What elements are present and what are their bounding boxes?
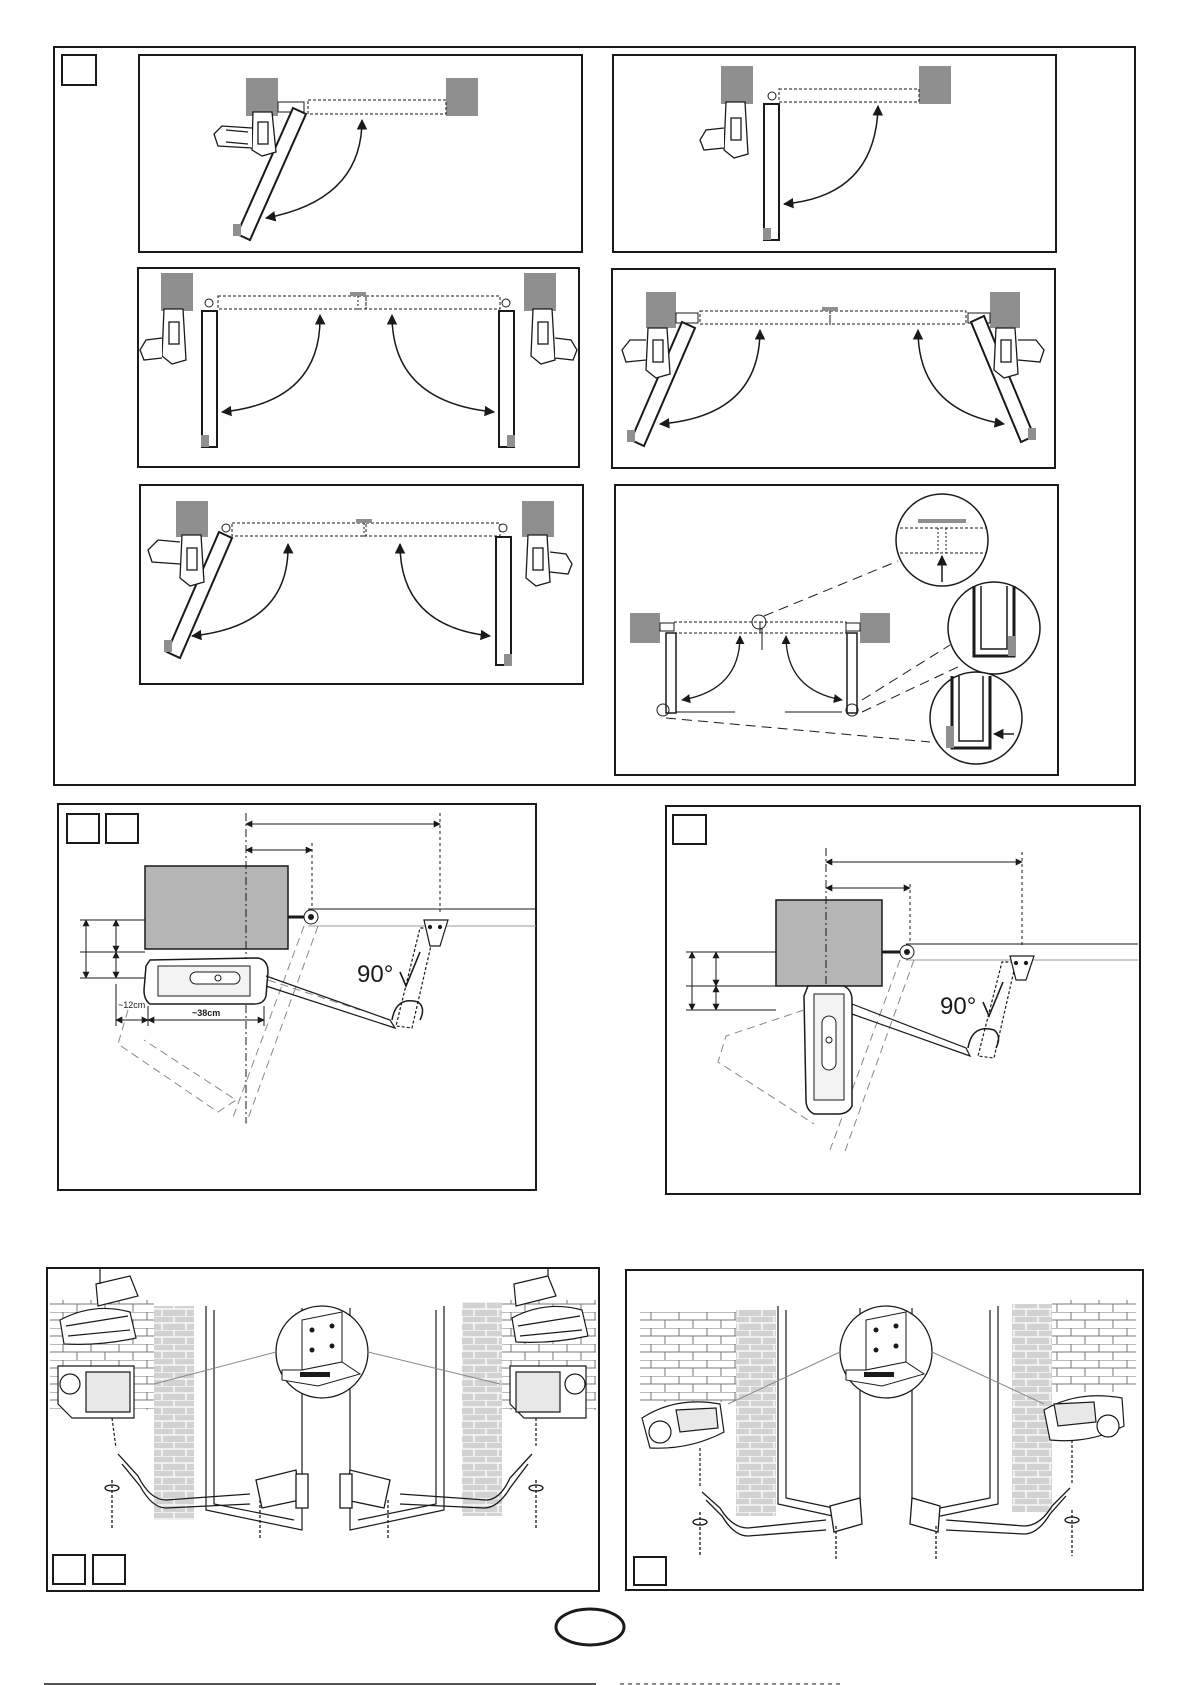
section-1-number-box <box>62 55 96 85</box>
pillar-icon <box>630 613 660 643</box>
angle-label: 90° <box>940 993 976 1020</box>
closed-leaf-outline <box>366 296 500 309</box>
wall-installation-right-panel <box>626 1270 1143 1590</box>
detail-magnifier-closed-stop <box>930 672 1022 764</box>
pillar-icon <box>524 273 556 311</box>
gate-operator-icon <box>622 328 670 378</box>
gate-operator-icon <box>1044 1396 1124 1484</box>
gate-operator-icon <box>526 535 572 586</box>
closed-leaf-outline <box>830 311 966 324</box>
brick-pillar-right <box>1012 1304 1052 1512</box>
open-leaf <box>499 311 514 447</box>
open-leaf <box>764 104 779 240</box>
brick-pillar-left <box>154 1306 194 1520</box>
dimension-label-38cm: ~38cm <box>192 1008 220 1018</box>
mounting-bracket-icon <box>840 1306 932 1398</box>
pillar-icon <box>990 292 1020 328</box>
operator-open-outline <box>118 1010 236 1112</box>
pillar-icon <box>176 501 208 537</box>
pillar-icon <box>246 78 278 116</box>
open-leaf <box>496 537 511 665</box>
section-2b-number-box <box>106 814 138 843</box>
gate-operator-icon <box>804 986 852 1114</box>
single-gate-left-angled-panel <box>139 55 582 252</box>
arc-arrow-icon <box>784 106 878 204</box>
gate-leaf-open-outline <box>232 926 318 1124</box>
gate-operator-icon <box>140 309 186 364</box>
gate-configurations-section <box>54 47 1135 785</box>
pillar-icon <box>860 613 890 643</box>
leader-lines <box>666 561 960 742</box>
dimension-lines-vertical <box>686 952 776 1010</box>
brick-wall-left <box>640 1312 736 1402</box>
dimension-lines-vertical <box>80 920 145 978</box>
pillar-icon <box>145 866 288 949</box>
arc-arrow-icon <box>222 315 320 412</box>
gate-operator-icon <box>700 102 748 158</box>
wall-installation-left-panel <box>47 1268 599 1591</box>
gate-stop-detail-panel <box>615 485 1058 775</box>
closed-leaf-outline <box>760 622 846 633</box>
pillar-icon <box>446 78 478 116</box>
brick-wall-right <box>1052 1300 1136 1392</box>
pillar-icon <box>646 292 676 328</box>
gate-operator-icon <box>642 1402 724 1488</box>
arc-arrow-icon <box>400 544 490 636</box>
angle-label: 90° <box>357 961 393 988</box>
closed-leaf-outline <box>674 622 760 633</box>
section-3-number-box <box>673 815 706 844</box>
mounting-dimensions-left-panel: ~12cm ~38cm 90° <box>58 804 536 1190</box>
language-badge <box>556 1609 624 1645</box>
check-mark-icon <box>983 982 1003 1016</box>
pillar-icon <box>522 501 554 537</box>
double-gate-mixed-panel <box>140 485 583 684</box>
dimension-label-12cm: ~12cm <box>118 1000 145 1010</box>
section-4b-number-box <box>93 1555 125 1584</box>
section-2a-number-box <box>67 814 99 843</box>
gate-operator-icon <box>994 328 1044 378</box>
open-leaf <box>847 633 857 713</box>
detail-magnifier-center-stop <box>896 494 988 586</box>
arc-arrow-icon <box>786 636 842 700</box>
pillar-icon <box>919 66 951 104</box>
double-gate-angled-panel <box>612 269 1055 468</box>
section-4a-number-box <box>53 1555 85 1584</box>
operator-open-outline <box>718 1010 814 1124</box>
gate-leaf-closed <box>304 909 536 926</box>
gate-operator-icon <box>148 535 204 586</box>
pillar-icon <box>721 66 753 104</box>
arc-arrow-icon <box>392 315 494 412</box>
pillar-icon <box>776 900 882 986</box>
closed-leaf-outline <box>366 523 500 536</box>
closed-leaf-outline <box>232 523 366 536</box>
arc-arrow-icon <box>682 636 740 700</box>
mounting-dimensions-right-panel: 90° <box>666 806 1140 1194</box>
closed-leaf-outline <box>218 296 366 309</box>
gate-operator-icon <box>144 958 360 1010</box>
open-leaf <box>666 633 676 713</box>
closed-leaf-outline <box>700 311 830 324</box>
brick-pillar-right <box>462 1302 502 1516</box>
detail-magnifier-open-stop <box>948 582 1040 674</box>
gate-operator-icon <box>531 309 577 364</box>
closed-leaf-outline <box>308 100 446 114</box>
single-gate-left-straight-panel <box>613 55 1056 252</box>
gate-operator-icon <box>214 112 276 156</box>
section-5-number-box <box>634 1557 666 1585</box>
brick-pillar-left <box>736 1310 776 1516</box>
closed-leaf-outline <box>779 89 919 102</box>
double-gate-straight-panel <box>138 268 579 467</box>
open-leaf <box>202 311 217 447</box>
pillar-icon <box>161 273 193 311</box>
mounting-bracket-icon <box>276 1306 368 1398</box>
